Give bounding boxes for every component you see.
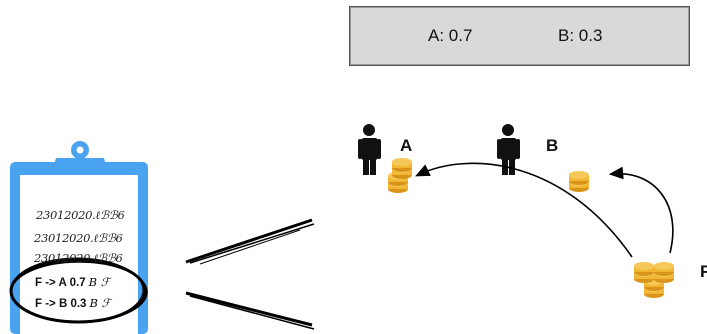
clipboard-icon <box>10 141 148 334</box>
arrow-to-a <box>415 162 633 258</box>
clipboard-scribble-2: 23012020.ℓℬℬ6 <box>34 231 123 245</box>
coin-stack-b-icon <box>569 171 589 192</box>
clipboard-entry-a-symbol: B ℱ <box>88 275 110 289</box>
person-b-label: B <box>546 136 559 155</box>
person-a-icon <box>358 124 381 175</box>
coin-pile-source-icon <box>634 262 674 298</box>
clipboard-entry-a-text: F -> A 0.7 <box>35 277 86 289</box>
arrow-to-b <box>608 166 674 254</box>
clipboard-scribble-3: 23012020.ℓℬℬ6 <box>34 251 123 265</box>
share-b-label: B: 0.3 <box>558 26 603 45</box>
person-a-label: A <box>400 136 413 155</box>
share-a-label: A: 0.7 <box>428 26 473 45</box>
clipboard-scribble-1: 23012020.ℓℬℬ6 <box>36 208 125 222</box>
highlight-oval <box>9 257 148 324</box>
coin-stack-a-icon <box>388 158 412 193</box>
clipboard-entry-b-symbol: B ℱ <box>89 296 111 310</box>
zoom-lines <box>185 218 315 330</box>
source-label: F <box>700 262 707 281</box>
share-summary-box: A: 0.7 B: 0.3 <box>349 6 690 66</box>
clipboard-entry-b-text: F -> B 0.3 <box>35 298 87 310</box>
